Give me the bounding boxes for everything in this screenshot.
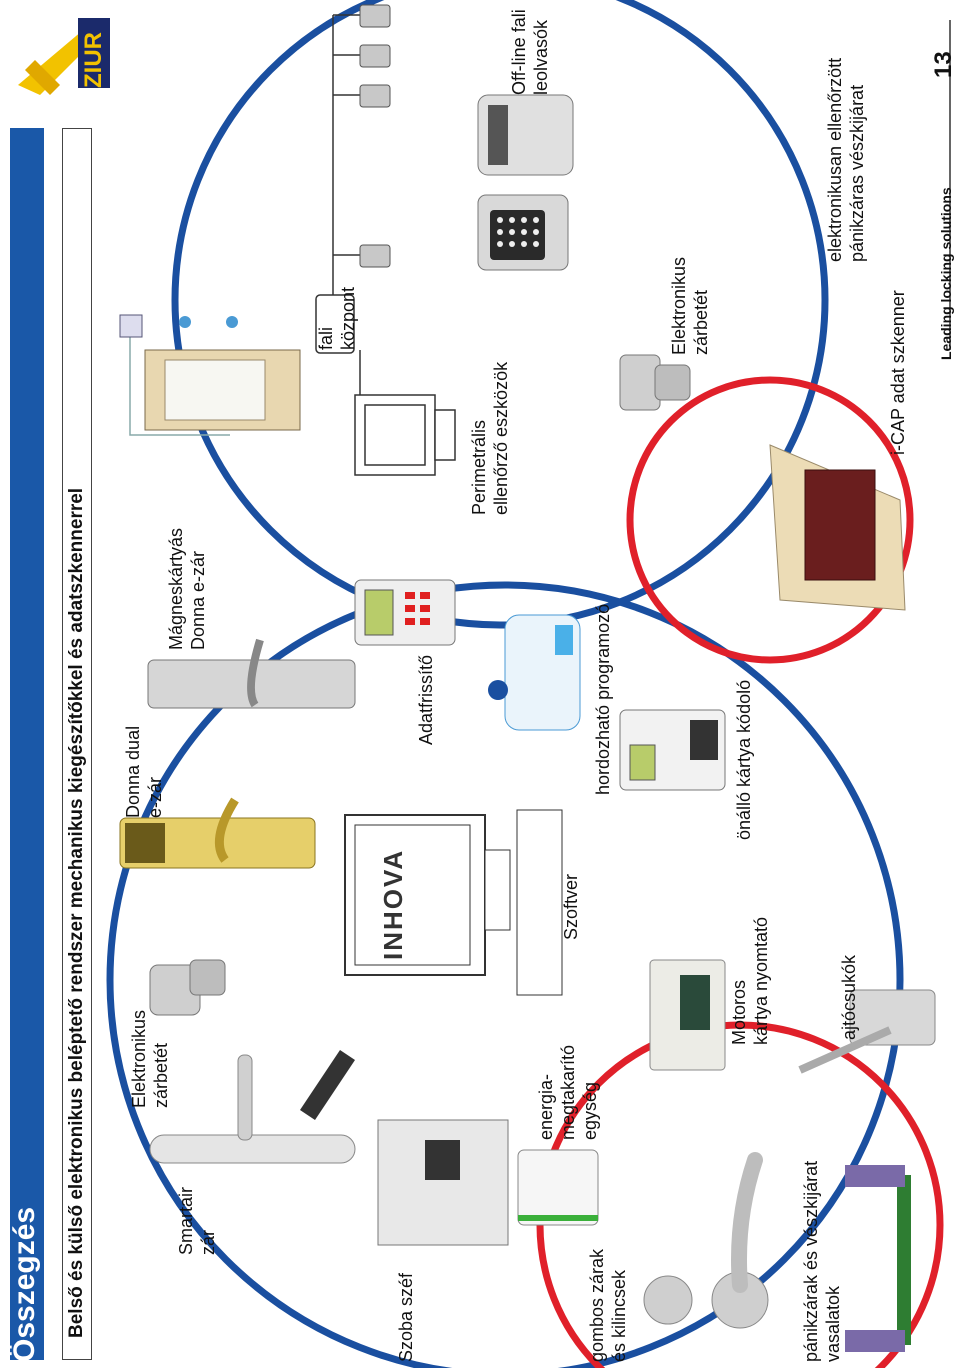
lever-handle <box>711 1152 769 1329</box>
icap-scanner <box>769 444 906 611</box>
offline-reader <box>477 94 574 176</box>
knob-handle <box>643 1275 693 1325</box>
card-encoder <box>619 709 726 791</box>
label-icap: i-CAP adat szkenner <box>888 290 908 455</box>
card-printer <box>649 959 726 1071</box>
cylinder-right <box>619 354 691 411</box>
room-safe <box>377 1119 509 1246</box>
bus-network <box>332 14 380 401</box>
red-circle-right <box>626 376 914 664</box>
magnetic-donna-lock <box>147 638 356 709</box>
label-szoftver: Szoftver <box>561 873 581 940</box>
label-adatfrissito: Adatfrissítő <box>416 654 436 745</box>
portable-programmer <box>488 614 581 731</box>
label-onallo: önálló kártya kódoló <box>734 679 754 840</box>
software-monitor <box>344 809 563 996</box>
blue-circle-lower <box>106 581 904 1368</box>
smartair-lock <box>149 1050 356 1164</box>
label-hordozhato: hordozható programozó <box>593 603 613 795</box>
page-subtitle: Belső és külső elektronikus beléptető re… <box>66 487 87 1338</box>
door-closer <box>798 989 936 1074</box>
label-ajtocsukok: ajtócsukók <box>839 954 859 1040</box>
fali-kozpont-box <box>315 294 355 354</box>
panic-bar <box>845 1165 911 1352</box>
footer-tagline: Leading locking solutions <box>938 187 954 360</box>
page-title: Összegzés <box>8 1206 41 1362</box>
keypad-reader <box>477 194 569 271</box>
emergency-door <box>119 314 301 436</box>
donna-dual-lock <box>119 797 316 869</box>
cylinder-left <box>149 959 226 1016</box>
page-number: 13 <box>930 51 957 78</box>
data-updater <box>354 579 456 646</box>
label-szoba-szef: Szoba széf <box>396 1272 416 1362</box>
ziur-logo <box>18 18 110 95</box>
bus-modules <box>359 4 391 268</box>
screen-brand-text: INHOVA <box>378 848 408 960</box>
energy-saving-unit <box>517 1149 599 1226</box>
subtitle-box <box>62 128 92 1360</box>
logo-text: ZIUR <box>80 32 107 88</box>
perimeter-monitor <box>354 394 456 476</box>
header-bar <box>10 128 44 1360</box>
blue-circle-upper <box>171 0 829 629</box>
